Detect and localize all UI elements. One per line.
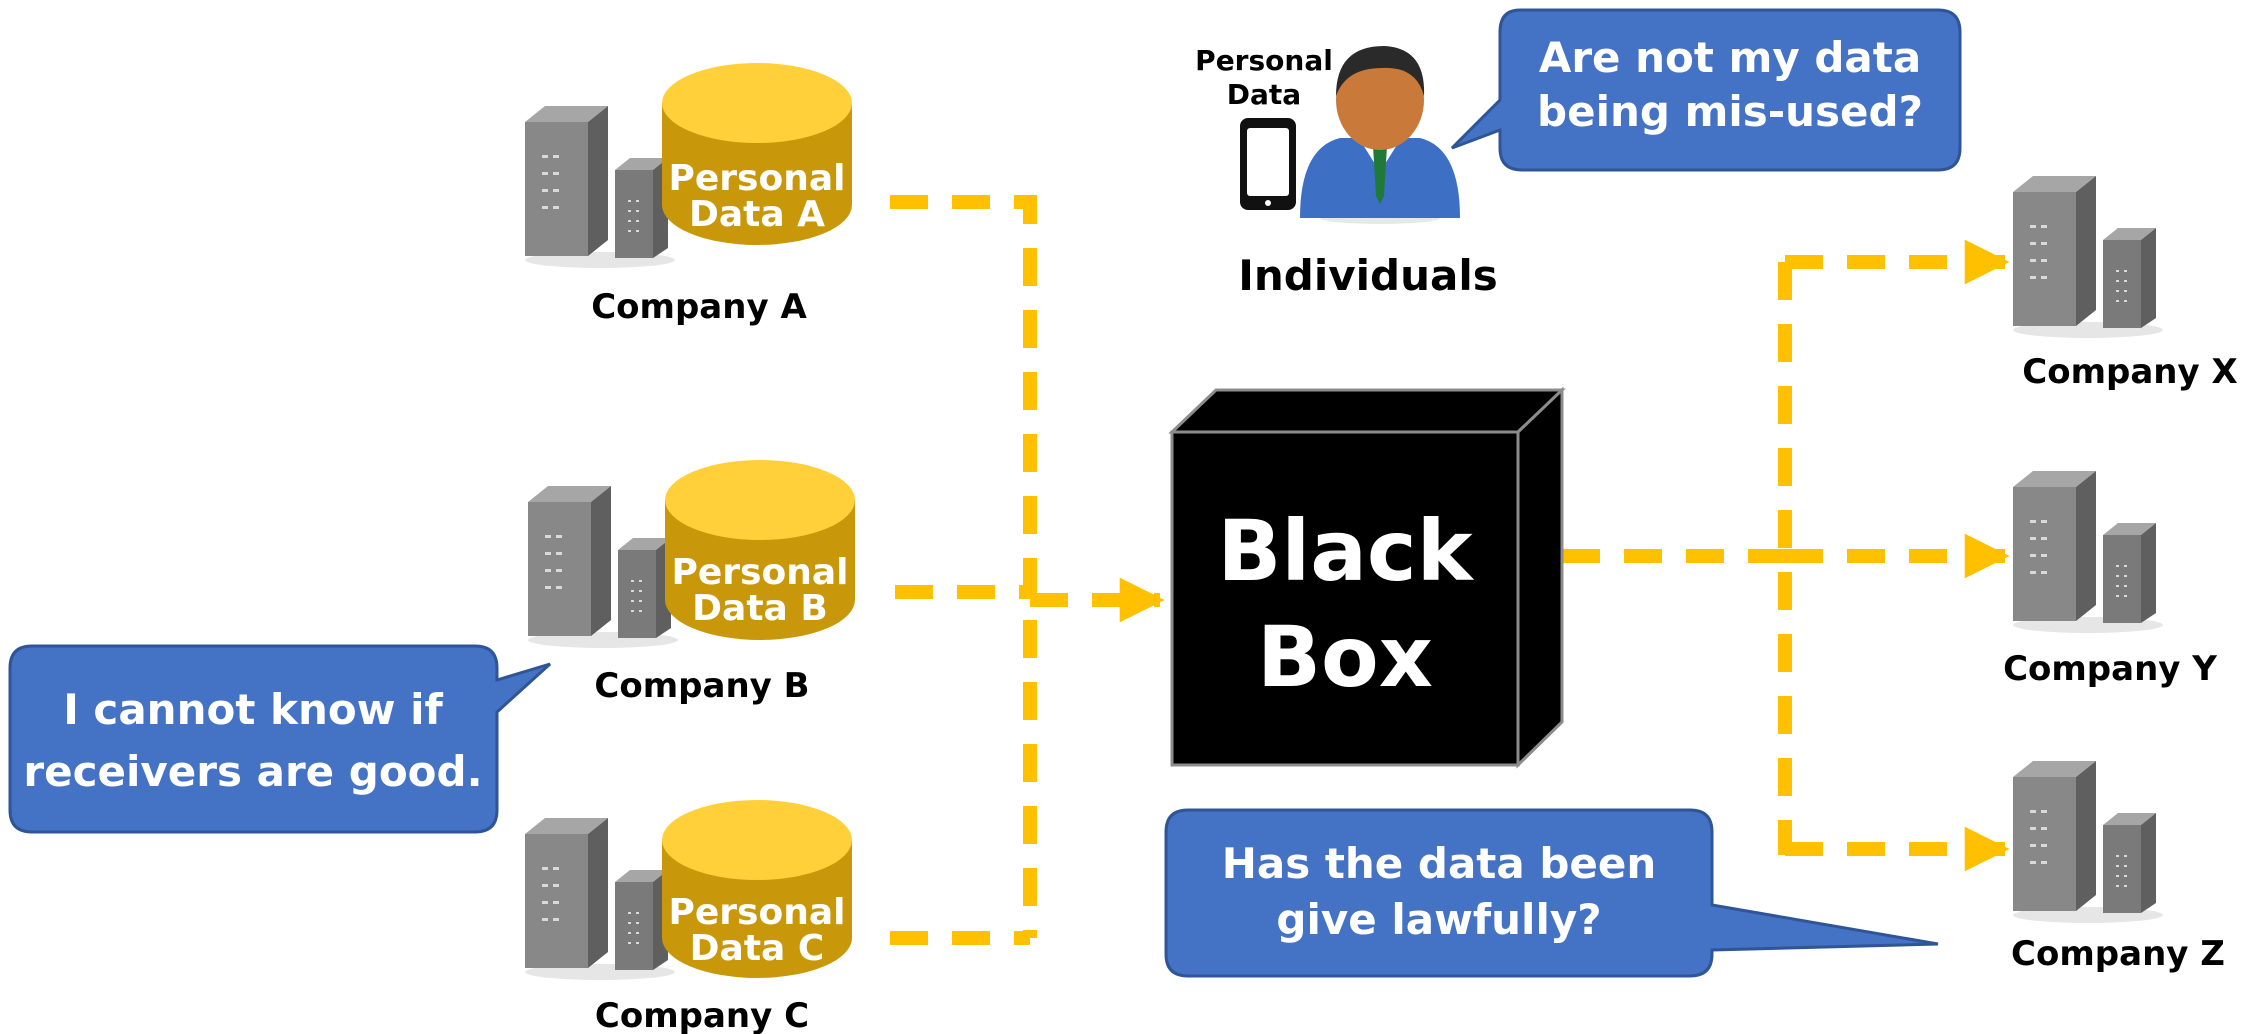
database-icon: [662, 63, 852, 245]
receiver-company-z: Company Z: [2011, 761, 2225, 974]
personal-data-label-line2: Data: [1227, 78, 1301, 111]
company-label: Company Y: [2003, 649, 2217, 689]
personal-data-label-line1: Personal: [1195, 44, 1333, 77]
bubble-text-line2: being mis-used?: [1537, 87, 1923, 136]
server-icon: [2013, 761, 2163, 923]
black-box-label-line2: Box: [1257, 608, 1433, 706]
receiver-company-y: Company Y: [2003, 471, 2217, 689]
person-icon: [1300, 46, 1460, 224]
company-label: Company C: [595, 996, 809, 1034]
bubble-text-line2: receivers are good.: [23, 747, 482, 796]
company-label: Company B: [594, 666, 809, 706]
server-icon: [2013, 471, 2163, 633]
server-icon: [525, 818, 675, 980]
speech-bubble-individual: Are not my data being mis-used?: [1450, 8, 1962, 172]
flow-lines: [890, 195, 2010, 945]
server-icon: [2013, 176, 2163, 338]
database-label-line2: Data B: [692, 588, 828, 629]
company-label: Company X: [2022, 352, 2237, 392]
server-icon: [525, 106, 675, 268]
database-icon: [662, 800, 852, 978]
bubble-text-line1: Has the data been: [1222, 839, 1657, 888]
server-icon: [528, 486, 678, 648]
database-label-line1: Personal: [669, 892, 846, 933]
receiver-company-x: Company X: [2013, 176, 2238, 392]
bubble-text-line2: give lawfully?: [1276, 895, 1601, 944]
speech-bubble-sender: I cannot know if receivers are good.: [8, 644, 552, 834]
source-company-b: Personal Data B Company B: [528, 460, 855, 706]
company-label: Company Z: [2011, 934, 2225, 974]
database-icon: [665, 460, 855, 640]
speech-bubble-lawful: Has the data been give lawfully?: [1164, 808, 1939, 978]
black-box-label-line1: Black: [1217, 502, 1474, 600]
database-label-line1: Personal: [672, 552, 849, 593]
database-label-line1: Personal: [669, 158, 846, 199]
bubble-text-line1: I cannot know if: [63, 685, 443, 734]
individuals-label: Individuals: [1238, 251, 1497, 300]
smartphone-icon: [1240, 118, 1296, 210]
company-label: Company A: [591, 287, 807, 327]
source-company-c: Personal Data C Company C: [525, 800, 852, 1034]
black-box: Black Box: [1168, 386, 1566, 769]
database-label-line2: Data A: [689, 194, 825, 235]
individuals: Personal Data Individuals: [1195, 44, 1498, 300]
bubble-text-line1: Are not my data: [1539, 33, 1921, 82]
database-label-line2: Data C: [690, 928, 825, 969]
source-company-a: Personal Data A Company A: [525, 63, 852, 327]
flow-line-company-a: [890, 195, 1037, 938]
